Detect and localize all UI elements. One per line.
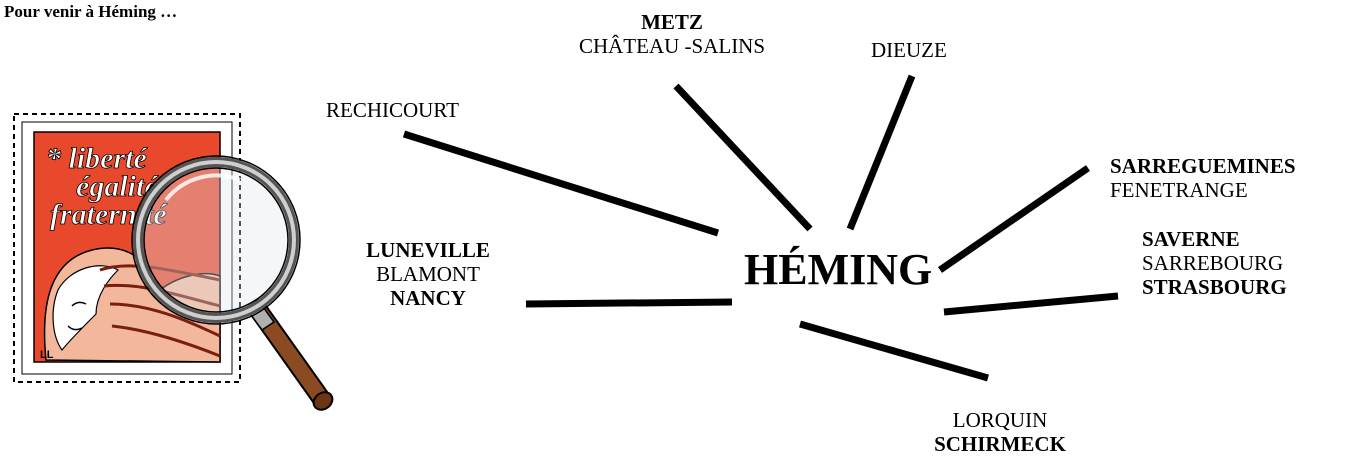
line-rechicourt	[402, 130, 720, 237]
magnifying-glass-icon	[131, 155, 334, 411]
destination-lorquin: LORQUIN	[952, 408, 1048, 432]
stamp-signature-mark: LL	[40, 349, 54, 361]
destination-lorquin-group: LORQUIN SCHIRMECK	[900, 408, 1100, 456]
destination-sarrebourg: SARREBOURG	[1142, 251, 1284, 275]
line-luneville	[525, 298, 733, 308]
line-sarreguemines	[938, 165, 1090, 273]
destination-luneville-group: LUNEVILLE BLAMONT NANCY	[352, 238, 504, 310]
line-saverne	[943, 292, 1119, 316]
destination-chateau-salins: CHÂTEAU -SALINS	[578, 34, 766, 58]
destination-blamont: BLAMONT	[376, 262, 480, 286]
destination-strasbourg: STRASBOURG	[1142, 275, 1287, 299]
destination-saverne: SAVERNE	[1142, 227, 1240, 251]
destination-dieuze: DIEUZE	[871, 38, 947, 62]
line-metz	[673, 83, 813, 232]
destination-rechicourt: RECHICOURT	[326, 98, 459, 122]
destination-schirmeck: SCHIRMECK	[934, 432, 1066, 456]
destination-sarreguemines-group: SARREGUEMINES FENETRANGE	[1110, 154, 1296, 202]
destination-saverne-group: SAVERNE SARREBOURG STRASBOURG	[1142, 227, 1287, 299]
page-title: Pour venir à Héming …	[4, 2, 178, 21]
line-dieuze	[846, 74, 916, 231]
destination-sarreguemines: SARREGUEMINES	[1110, 154, 1296, 178]
destination-metz-group: METZ CHÂTEAU -SALINS	[552, 10, 792, 58]
destination-metz: METZ	[641, 10, 703, 34]
destination-fenetrange: FENETRANGE	[1110, 178, 1248, 202]
line-lorquin	[799, 320, 989, 382]
center-town-label: HÉMING	[744, 245, 933, 294]
stamp-magnifier-illustration: * liberté égalité fraternité LL	[13, 113, 334, 411]
svg-text:* liberté: * liberté	[46, 142, 148, 175]
destination-luneville: LUNEVILLE	[366, 238, 490, 262]
destination-nancy: NANCY	[390, 286, 466, 310]
